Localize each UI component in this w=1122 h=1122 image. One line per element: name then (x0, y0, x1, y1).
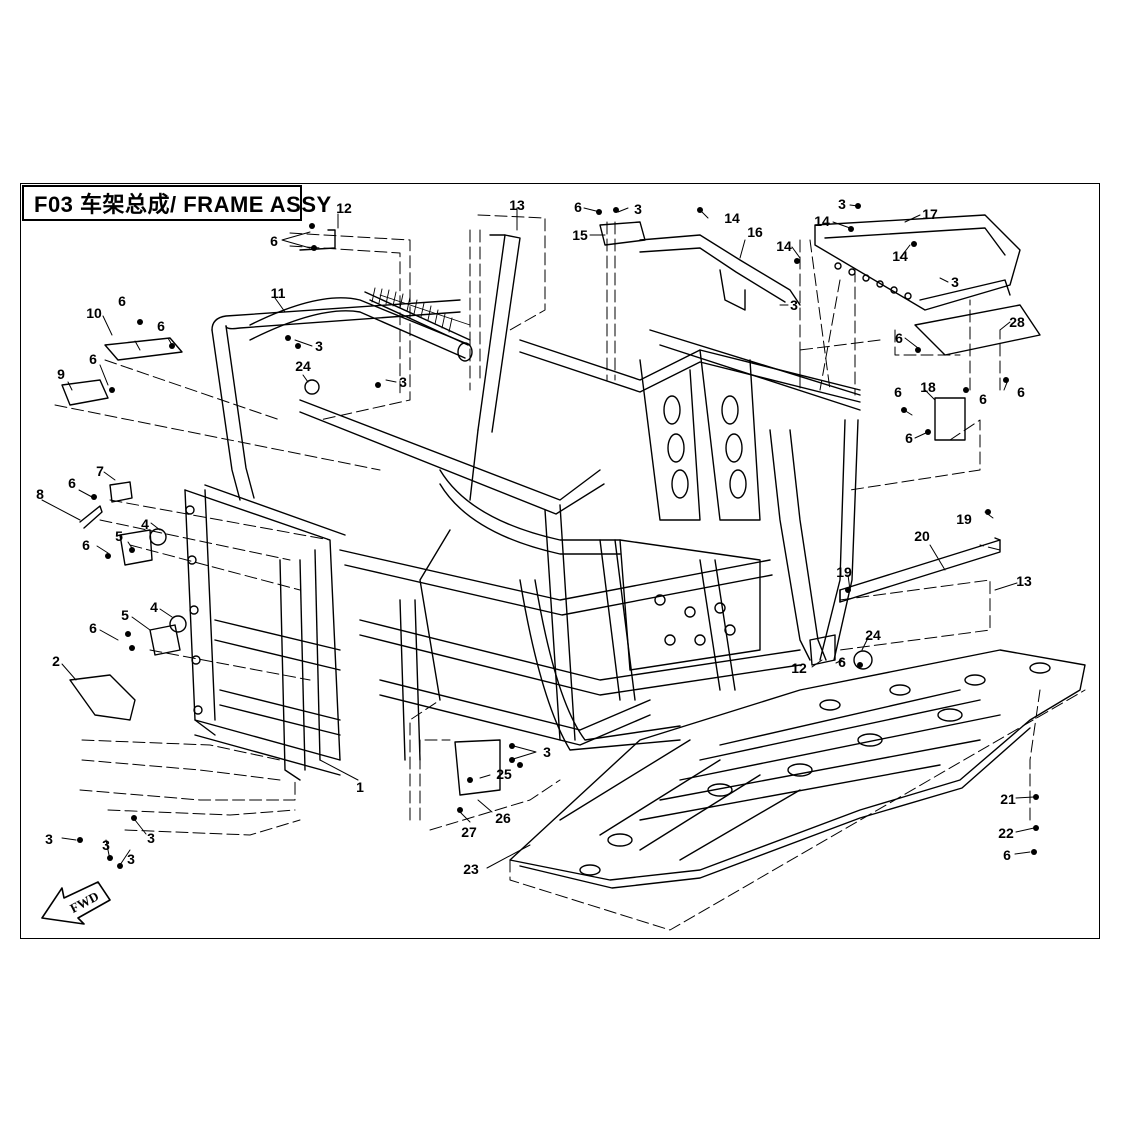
callout-label: 17 (922, 206, 938, 222)
callout-label: 4 (150, 599, 158, 615)
callout-label: 1 (356, 779, 364, 795)
rear-rack (814, 214, 1041, 356)
callout-label: 3 (147, 830, 155, 846)
callout-label: 6 (1003, 847, 1011, 863)
callout-label: 6 (1017, 384, 1025, 400)
callout-label: 26 (495, 810, 511, 826)
callout-label: 19 (956, 511, 972, 527)
front-lower-frame (184, 484, 346, 781)
callout-label: 6 (270, 233, 278, 249)
skid-plate (509, 649, 1086, 889)
bracket-16 (639, 234, 801, 311)
callout-label: 11 (271, 285, 286, 301)
callout-label: 3 (790, 297, 798, 313)
callout-label: 3 (951, 274, 959, 290)
callout-label: 27 (461, 824, 477, 840)
callout-label: 7 (96, 463, 104, 479)
callout-leaders (41, 204, 1035, 869)
callout-label: 9 (57, 366, 65, 382)
callout-label: 3 (315, 338, 323, 354)
callout-label: 4 (141, 516, 149, 532)
callout-label: 6 (838, 654, 846, 670)
callout-label: 24 (295, 358, 311, 374)
callout-label: 6 (89, 351, 97, 367)
callout-label: 3 (127, 851, 135, 867)
grip-hatching (371, 287, 453, 333)
callout-label: 6 (157, 318, 165, 334)
callout-label: 2 (52, 653, 60, 669)
callout-label: 6 (979, 391, 987, 407)
callout-label: 18 (920, 379, 936, 395)
callout-label: 25 (496, 766, 512, 782)
callout-label: 10 (86, 305, 102, 321)
callout-labels: 12 6 13 6 3 15 14 16 3 14 17 14 14 3 3 2… (36, 196, 1032, 877)
callout-label: 13 (509, 197, 525, 213)
diagram-title: F03 车架总成/ FRAME ASSY (22, 185, 331, 221)
callout-label: 6 (894, 384, 902, 400)
callout-label: 6 (68, 475, 76, 491)
callout-label: 12 (791, 660, 807, 676)
callout-label: 24 (865, 627, 881, 643)
callout-label: 6 (905, 430, 913, 446)
callout-label: 3 (102, 837, 110, 853)
callout-label: 6 (574, 199, 582, 215)
callout-label: 5 (115, 528, 123, 544)
callout-label: 6 (82, 537, 90, 553)
roll-cage-front (211, 234, 521, 501)
callout-label: 13 (1016, 573, 1032, 589)
callout-label: 3 (45, 831, 53, 847)
rear-uprights (639, 349, 859, 661)
upper-roll-bar (249, 291, 473, 362)
callout-label: 8 (36, 486, 44, 502)
bolts (77, 203, 1039, 869)
callout-label: 14 (724, 210, 740, 226)
small-brackets (61, 221, 966, 796)
callout-label: 14 (892, 248, 908, 264)
callout-label: 19 (836, 564, 852, 580)
callout-label: 22 (998, 825, 1014, 841)
callout-label: 15 (572, 227, 588, 243)
callout-label: 6 (89, 620, 97, 636)
callout-label: 5 (121, 607, 129, 623)
callout-label: 12 (336, 200, 352, 216)
callout-label: 3 (543, 744, 551, 760)
callout-label: 23 (463, 861, 479, 877)
callout-label: 3 (399, 374, 407, 390)
fwd-arrow-icon (41, 881, 111, 925)
center-frame (339, 469, 801, 761)
main-cross-tube (299, 329, 861, 515)
fwd-label: FWD (67, 888, 101, 915)
callout-label: 14 (814, 213, 830, 229)
callout-label: 6 (118, 293, 126, 309)
callout-label: 3 (634, 201, 642, 217)
alignment-lines (54, 214, 1086, 931)
callout-label: 28 (1009, 314, 1025, 330)
callout-label: 6 (895, 330, 903, 346)
callout-label: 20 (914, 528, 930, 544)
callout-label: 3 (838, 196, 846, 212)
diagram-border (20, 183, 1100, 939)
callout-label: 21 (1000, 791, 1016, 807)
rear-cross-member (839, 537, 1001, 603)
callout-label: 16 (747, 224, 763, 240)
callout-label: 14 (776, 238, 792, 254)
